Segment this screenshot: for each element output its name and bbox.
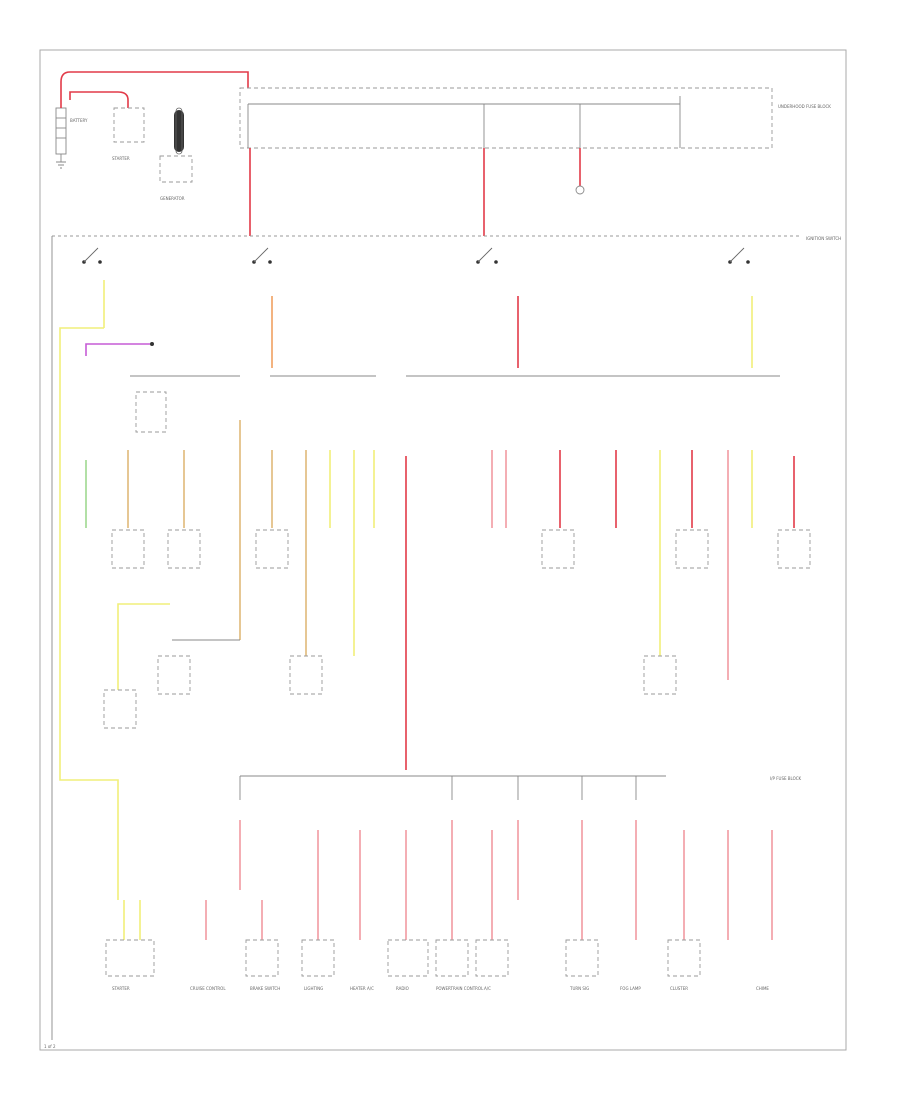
component-box [541,529,575,569]
bottom-label: FOG LAMP [620,986,641,991]
violet-wire [85,343,150,356]
component-box [105,939,155,977]
ground-icon [56,154,66,169]
bottom-label: CHIME [756,986,769,991]
generator-yellow-wire [117,603,170,690]
starter-yellow-wire [59,327,119,900]
bottom-label: LIGHTING [304,986,323,991]
connector-circle [575,185,585,195]
bottom-label: A/C [484,986,491,991]
diagram-frame [39,49,847,1051]
starter-relay-box [113,107,145,143]
component-box [435,939,469,977]
bottom-label: BRAKE SWITCH [250,986,280,991]
generator-box [159,155,193,183]
component-box [387,939,429,977]
bottom-label: STARTER [112,986,130,991]
bottom-label: POWERTRAIN CONTROL [436,986,484,991]
starter-feed-wire [69,91,129,108]
bottom-label: RADIO [396,986,409,991]
component-box [255,529,289,569]
ignition-switch-label: IGNITION SWITCH [806,236,841,241]
component-box [289,655,323,695]
fuse-block-label: UNDERHOOD FUSE BLOCK [778,104,831,109]
component-box [103,689,137,729]
starter-label: STARTER [112,156,130,161]
bottom-label: CLUSTER [670,986,688,991]
component-box [675,529,709,569]
bottom-label: TURN SIG [569,986,589,991]
component-box [643,655,677,695]
component-box [301,939,335,977]
component-box [135,391,167,433]
component-box [565,939,599,977]
generator-coil-icon [174,107,184,155]
switch-icon [82,247,750,264]
component-box [167,529,201,569]
generator-label: GENERATOR [160,196,185,201]
component-box [475,939,509,977]
component-box [245,939,279,977]
bottom-label: CRUISE CONTROL [190,986,226,991]
battery-label: BATTERY [70,118,88,123]
component-box [667,939,701,977]
bottom-label: HEATER A/C [350,986,374,991]
bottom-labels: STARTER CRUISE CONTROL BRAKE SWITCH LIGH… [112,986,769,991]
lower-fuse-block-label: I/P FUSE BLOCK [770,776,802,781]
component-box [157,655,191,695]
underhood-fuse-block [239,87,773,149]
page-number: 1 of 2 [44,1044,56,1049]
battery-icon [55,107,67,155]
component-box [777,529,811,569]
component-box [111,529,145,569]
battery-feed-wire [60,71,249,108]
